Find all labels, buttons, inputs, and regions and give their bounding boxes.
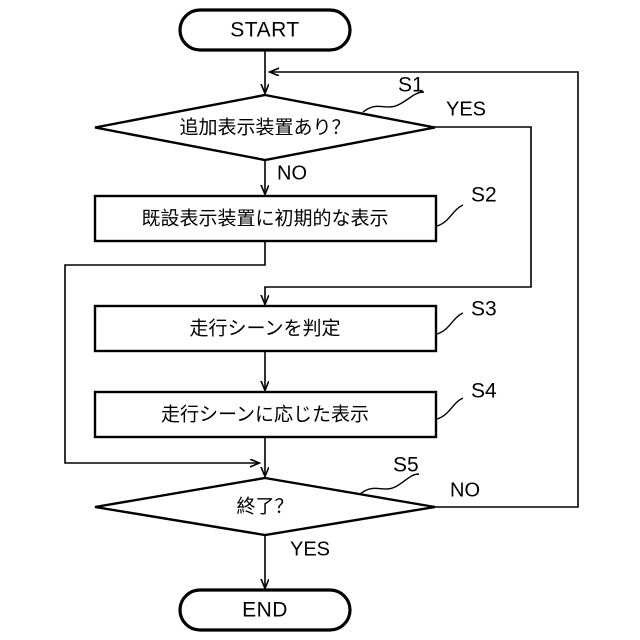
step-label-s2: S2 — [471, 184, 497, 207]
node-s5-label: 終了？ — [236, 496, 293, 518]
node-end: END — [178, 588, 352, 632]
node-s3-process: 走行シーンを判定 — [93, 304, 438, 353]
edge-label-s5-no: NO — [450, 479, 480, 501]
step-label-s4: S4 — [471, 380, 497, 403]
step-label-s3: S3 — [471, 298, 497, 321]
edge-label-s1-yes: YES — [446, 98, 486, 120]
leader-line-s1 — [362, 91, 425, 113]
node-s4-process: 走行シーンに応じた表示 — [93, 390, 438, 439]
edge-s5-no-feedback — [270, 72, 579, 508]
node-s2-process: 既設表示装置に初期的な表示 — [93, 194, 438, 243]
leader-line-s4 — [436, 397, 464, 420]
leader-line-s2 — [436, 204, 464, 227]
step-label-s1: S1 — [398, 74, 424, 97]
step-label-s5: S5 — [393, 454, 419, 477]
node-end-label: END — [242, 599, 288, 622]
node-s2-label: 既設表示装置に初期的な表示 — [141, 208, 388, 230]
edge-s1-yes-to-s3 — [265, 126, 532, 304]
edge-s2-to-s5 — [64, 241, 266, 463]
node-s1-label: 追加表示装置あり？ — [179, 117, 350, 139]
leader-line-s5 — [359, 473, 420, 495]
edge-label-s5-yes: YES — [290, 538, 330, 560]
edge-label-s1-no: NO — [277, 162, 307, 184]
node-s5-decision: 終了？ — [94, 476, 436, 537]
node-start-label: START — [230, 19, 299, 42]
leader-line-s3 — [436, 312, 464, 335]
node-s4-label: 走行シーンに応じた表示 — [161, 404, 369, 426]
node-s3-label: 走行シーンを判定 — [189, 318, 340, 340]
node-start: START — [178, 8, 352, 52]
node-s1-decision: 追加表示装置あり？ — [94, 93, 436, 162]
